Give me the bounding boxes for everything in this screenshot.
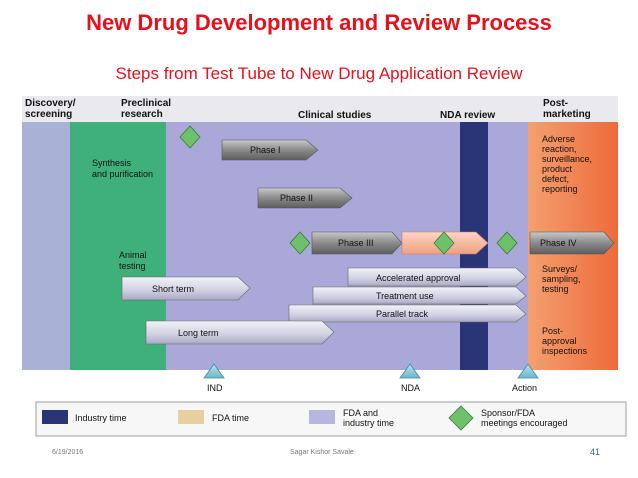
phase3-label: Phase III xyxy=(338,238,374,248)
action-label: Action xyxy=(512,383,537,393)
action-marker-icon xyxy=(517,363,539,379)
parallel-track-arrow xyxy=(288,304,527,323)
header-clinical: Clinical studies xyxy=(298,110,372,121)
legend-fda-industry-line2: industry time xyxy=(343,418,394,428)
legend-industry-swatch xyxy=(42,410,68,424)
phase1-label: Phase I xyxy=(250,145,281,155)
short-term-arrow xyxy=(121,276,251,301)
phase2-label: Phase II xyxy=(280,193,313,203)
phase1-arrow xyxy=(221,139,319,161)
header-discovery-line2: screening xyxy=(25,109,72,120)
page-number: 41 xyxy=(590,447,601,457)
legend-industry-label: Industry time xyxy=(75,413,127,423)
meeting-diamond-icon xyxy=(179,125,201,149)
header-preclinical-line2: research xyxy=(121,109,163,120)
postmarketing-block2: Surveys/ sampling, testing xyxy=(542,264,583,294)
label-animal-line1: Animal xyxy=(119,250,147,260)
legend-diamond-icon xyxy=(448,405,474,431)
parallel-track-label: Parallel track xyxy=(376,309,429,319)
legend-sponsor-line2: meetings encouraged xyxy=(481,418,568,428)
legend-fda-swatch xyxy=(178,410,204,424)
long-term-arrow xyxy=(145,320,335,345)
slide-title: New Drug Development and Review Process xyxy=(86,10,552,35)
header-preclinical-line1: Preclinical xyxy=(121,98,171,109)
treatment-use-arrow xyxy=(312,286,527,305)
phase2-arrow xyxy=(257,187,353,209)
long-term-label: Long term xyxy=(178,328,219,338)
header-nda-review: NDA review xyxy=(440,110,495,121)
legend-sponsor-line1: Sponsor/FDA xyxy=(481,408,535,418)
nda-marker-icon xyxy=(399,363,421,379)
discovery-column xyxy=(22,122,70,370)
footer-author: Sagar Kishor Savale xyxy=(290,449,354,456)
label-animal-line2: testing xyxy=(119,261,146,271)
header-discovery-line1: Discovery/ xyxy=(25,98,76,109)
phase4-arrow xyxy=(529,231,615,255)
header-band xyxy=(22,96,618,122)
footer-date: 6/19/2016 xyxy=(52,449,84,456)
ind-label: IND xyxy=(207,383,223,393)
meeting-diamond-icon xyxy=(496,231,518,255)
accelerated-approval-label: Accelerated approval xyxy=(376,273,461,283)
meeting-diamond-icon xyxy=(289,231,311,255)
header-post-line1: Post- xyxy=(543,98,568,109)
label-synthesis-line1: Synthesis xyxy=(92,158,132,168)
phase3-arrow xyxy=(311,231,403,255)
accelerated-approval-arrow xyxy=(347,267,527,287)
nda-label: NDA xyxy=(401,383,420,393)
meeting-diamond-icon xyxy=(433,231,455,255)
postmarketing-block3: Post- approval inspections xyxy=(542,326,588,356)
slide-subtitle: Steps from Test Tube to New Drug Applica… xyxy=(115,64,523,83)
label-synthesis-line2: and purification xyxy=(92,169,153,179)
ind-marker-icon xyxy=(203,363,225,379)
postmarketing-block1: Adverse reaction, surveillance, product … xyxy=(542,134,595,194)
phase4-label: Phase IV xyxy=(540,238,577,248)
legend-fda-industry-line1: FDA and xyxy=(343,408,378,418)
treatment-use-label: Treatment use xyxy=(376,291,434,301)
legend-fda-label: FDA time xyxy=(212,413,249,423)
short-term-label: Short term xyxy=(152,284,194,294)
header-post-line2: marketing xyxy=(543,109,591,120)
legend-fda-industry-swatch xyxy=(309,410,335,424)
